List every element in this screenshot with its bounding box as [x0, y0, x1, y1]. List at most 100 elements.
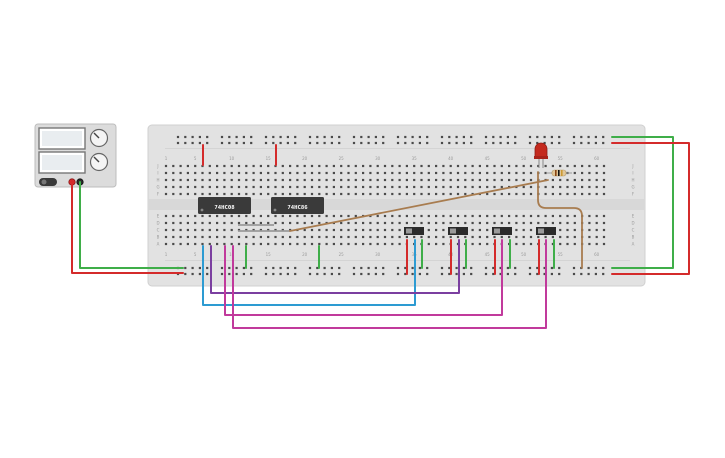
breadboard-hole[interactable] — [186, 242, 189, 246]
breadboard-hole[interactable] — [559, 221, 562, 225]
led-return-wire-brown[interactable] — [537, 171, 583, 269]
breadboard-hole[interactable] — [360, 141, 363, 145]
breadboard-hole[interactable] — [595, 235, 598, 239]
breadboard-hole[interactable] — [186, 228, 189, 232]
breadboard-hole[interactable] — [179, 192, 182, 196]
breadboard-hole[interactable] — [499, 272, 502, 276]
breadboard-hole[interactable] — [442, 214, 445, 218]
breadboard-hole[interactable] — [352, 135, 356, 139]
breadboard-hole[interactable] — [471, 235, 474, 239]
breadboard-hole[interactable] — [347, 242, 350, 246]
breadboard-hole[interactable] — [252, 242, 255, 246]
breadboard-hole[interactable] — [310, 171, 314, 175]
breadboard-hole[interactable] — [435, 242, 438, 246]
breadboard-hole[interactable] — [566, 242, 569, 246]
breadboard-hole[interactable] — [566, 185, 569, 189]
breadboard-hole[interactable] — [588, 178, 591, 182]
breadboard-hole[interactable] — [172, 214, 175, 218]
breadboard-hole[interactable] — [398, 235, 401, 239]
breadboard-hole[interactable] — [492, 272, 495, 276]
breadboard-hole[interactable] — [456, 178, 460, 182]
breadboard-hole[interactable] — [354, 178, 357, 182]
breadboard-hole[interactable] — [235, 141, 238, 145]
slide-switch-4[interactable] — [536, 227, 556, 235]
breadboard-hole[interactable] — [500, 221, 503, 225]
breadboard-hole[interactable] — [405, 214, 408, 218]
breadboard-hole[interactable] — [237, 185, 241, 189]
breadboard-hole[interactable] — [566, 235, 569, 239]
breadboard-hole[interactable] — [325, 164, 328, 168]
breadboard-hole[interactable] — [522, 171, 525, 175]
breadboard-hole[interactable] — [281, 214, 284, 218]
breadboard-hole[interactable] — [550, 135, 553, 139]
breadboard-hole[interactable] — [418, 272, 421, 276]
breadboard-hole[interactable] — [323, 141, 326, 145]
breadboard-hole[interactable] — [259, 178, 262, 182]
red-led[interactable] — [534, 142, 548, 168]
breadboard-hole[interactable] — [216, 192, 219, 196]
breadboard-hole[interactable] — [179, 214, 182, 218]
breadboard-hole[interactable] — [347, 164, 350, 168]
breadboard-hole[interactable] — [573, 178, 576, 182]
breadboard-hole[interactable] — [223, 171, 226, 175]
breadboard-hole[interactable] — [462, 141, 465, 145]
breadboard-hole[interactable] — [172, 164, 175, 168]
breadboard-hole[interactable] — [230, 221, 233, 225]
breadboard-hole[interactable] — [413, 235, 416, 239]
breadboard-hole[interactable] — [455, 141, 458, 145]
breadboard-hole[interactable] — [391, 185, 394, 189]
breadboard-hole[interactable] — [172, 221, 175, 225]
breadboard-hole[interactable] — [471, 171, 474, 175]
breadboard-hole[interactable] — [398, 192, 401, 196]
breadboard-hole[interactable] — [164, 192, 168, 196]
breadboard-hole[interactable] — [376, 185, 379, 189]
breadboard-hole[interactable] — [427, 235, 430, 239]
breadboard-hole[interactable] — [289, 214, 292, 218]
breadboard-hole[interactable] — [172, 171, 175, 175]
breadboard-hole[interactable] — [332, 228, 335, 232]
breadboard-hole[interactable] — [478, 242, 481, 246]
breadboard-hole[interactable] — [550, 272, 553, 276]
breadboard-hole[interactable] — [325, 171, 328, 175]
breadboard-hole[interactable] — [470, 266, 473, 270]
breadboard-hole[interactable] — [296, 242, 299, 246]
breadboard-hole[interactable] — [289, 235, 292, 239]
breadboard-hole[interactable] — [274, 235, 277, 239]
breadboard-hole[interactable] — [595, 178, 598, 182]
breadboard-hole[interactable] — [544, 221, 547, 225]
breadboard-hole[interactable] — [198, 266, 201, 270]
breadboard-hole[interactable] — [332, 178, 335, 182]
breadboard-hole[interactable] — [418, 141, 421, 145]
breadboard-hole[interactable] — [267, 221, 270, 225]
breadboard-hole[interactable] — [528, 272, 532, 276]
breadboard-hole[interactable] — [245, 185, 248, 189]
breadboard-hole[interactable] — [478, 185, 481, 189]
breadboard-hole[interactable] — [566, 214, 569, 218]
breadboard-hole[interactable] — [435, 192, 438, 196]
breadboard-hole[interactable] — [303, 171, 306, 175]
breadboard-hole[interactable] — [176, 135, 180, 139]
breadboard-hole[interactable] — [573, 242, 576, 246]
breadboard-hole[interactable] — [201, 214, 204, 218]
breadboard-hole[interactable] — [308, 135, 312, 139]
breadboard-hole[interactable] — [223, 192, 226, 196]
switch-slider[interactable] — [538, 228, 544, 234]
breadboard-hole[interactable] — [279, 141, 282, 145]
breadboard-hole[interactable] — [245, 192, 248, 196]
breadboard-hole[interactable] — [274, 228, 277, 232]
breadboard-hole[interactable] — [544, 214, 547, 218]
breadboard-hole[interactable] — [316, 272, 319, 276]
breadboard-hole[interactable] — [551, 192, 554, 196]
breadboard-hole[interactable] — [194, 235, 197, 239]
breadboard-hole[interactable] — [367, 272, 370, 276]
breadboard-hole[interactable] — [201, 221, 204, 225]
breadboard-hole[interactable] — [426, 135, 429, 139]
breadboard-hole[interactable] — [259, 235, 262, 239]
breadboard-hole[interactable] — [303, 242, 306, 246]
breadboard-hole[interactable] — [484, 266, 488, 270]
breadboard-hole[interactable] — [522, 192, 525, 196]
breadboard-hole[interactable] — [383, 164, 387, 168]
breadboard-hole[interactable] — [602, 272, 605, 276]
breadboard-hole[interactable] — [184, 135, 187, 139]
